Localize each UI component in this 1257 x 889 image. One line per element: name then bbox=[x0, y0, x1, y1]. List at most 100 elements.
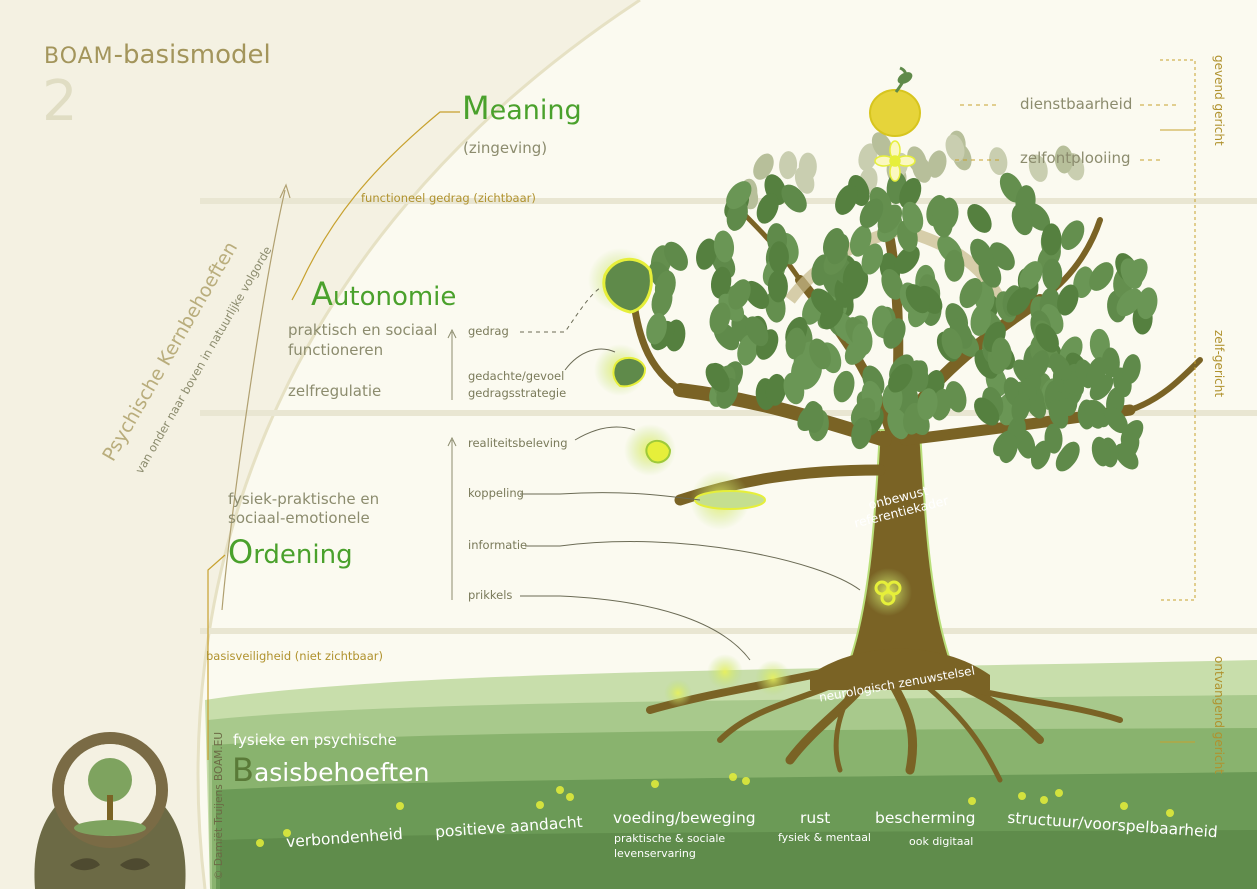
ground-dots bbox=[256, 773, 1174, 847]
leaf bbox=[1086, 357, 1107, 387]
leaf bbox=[1048, 399, 1069, 429]
label-ontvangend: ontvangend gericht bbox=[1212, 656, 1226, 774]
leaf bbox=[887, 408, 909, 440]
leaf bbox=[664, 241, 688, 271]
leaf bbox=[849, 225, 872, 257]
need-rust: rust bbox=[800, 809, 831, 827]
process-informatie: informatie bbox=[468, 538, 528, 552]
autonomie-rest: utonomie bbox=[332, 282, 457, 312]
leaf bbox=[765, 373, 787, 406]
leaf bbox=[654, 270, 676, 302]
leaf bbox=[905, 284, 930, 314]
leaf bbox=[826, 233, 850, 265]
branch-koppeling bbox=[694, 490, 766, 510]
leaf bbox=[1104, 407, 1128, 434]
leaf bbox=[713, 230, 735, 263]
need-bescherming-sub: ook digitaal bbox=[909, 835, 974, 848]
band-functioneel-label: functioneel gedrag (zichtbaar) bbox=[361, 191, 536, 205]
leaf bbox=[1084, 400, 1105, 429]
process-gedrag: gedrag bbox=[468, 324, 509, 338]
level-autonomie: Autonomie bbox=[311, 278, 456, 310]
label-zelf: zelf-gericht bbox=[1212, 330, 1226, 398]
leaf bbox=[899, 177, 922, 209]
apple-icon bbox=[869, 66, 921, 137]
leaf bbox=[1120, 258, 1143, 290]
leaf bbox=[883, 318, 906, 349]
meaning-rest: eaning bbox=[489, 95, 582, 126]
leaf bbox=[1089, 262, 1114, 291]
leaf bbox=[710, 266, 732, 299]
leaf bbox=[989, 147, 1008, 176]
process-gedragsstrategie: gedragsstrategie bbox=[468, 386, 567, 400]
leaf bbox=[1049, 353, 1072, 381]
leaf bbox=[1041, 223, 1062, 256]
leaf bbox=[938, 197, 959, 230]
leaf bbox=[1029, 350, 1050, 380]
leaf bbox=[1122, 354, 1141, 384]
leaf bbox=[1006, 287, 1032, 316]
leaf bbox=[881, 268, 904, 300]
left-brackets bbox=[207, 111, 460, 760]
leaf bbox=[871, 132, 893, 159]
need-voeding-sub1: praktische & sociale bbox=[614, 832, 726, 845]
leaf bbox=[1091, 436, 1111, 467]
basis-cap: B bbox=[232, 751, 254, 789]
right-brackets bbox=[955, 59, 1196, 743]
leaf bbox=[917, 388, 938, 421]
leaf bbox=[835, 184, 858, 215]
leaf bbox=[888, 363, 913, 393]
ground-layer-5 bbox=[220, 830, 1257, 889]
ordening-sub2: sociaal-emotionele bbox=[228, 509, 370, 527]
leaf bbox=[941, 327, 963, 360]
clover-icon bbox=[874, 580, 902, 606]
leaf bbox=[646, 312, 667, 345]
leaf bbox=[1042, 258, 1063, 291]
leaf bbox=[970, 304, 992, 336]
leaf bbox=[745, 316, 769, 347]
need-bescherming: bescherming bbox=[875, 809, 976, 827]
brand-name: BOAM bbox=[44, 44, 114, 69]
leaf bbox=[1054, 145, 1073, 174]
leaf bbox=[797, 403, 823, 432]
leaf bbox=[1057, 284, 1079, 316]
level-meaning: Meaning bbox=[462, 92, 582, 124]
leaf bbox=[861, 243, 884, 275]
leaf bbox=[779, 151, 798, 180]
leaf bbox=[1058, 441, 1080, 470]
leaf bbox=[851, 417, 872, 450]
leaf bbox=[852, 323, 873, 356]
leaf bbox=[845, 268, 869, 299]
leaf bbox=[833, 370, 855, 403]
side-arrow bbox=[221, 189, 286, 611]
leaf bbox=[944, 249, 965, 282]
page-title: -basismodel bbox=[113, 40, 271, 70]
leaf bbox=[794, 166, 815, 194]
trunk-base bbox=[810, 648, 990, 690]
leaf bbox=[709, 302, 731, 335]
leaf bbox=[696, 238, 718, 270]
leaf bbox=[753, 153, 774, 180]
process-koppeling: koppeling bbox=[468, 486, 524, 500]
leaf bbox=[998, 433, 1018, 464]
ordening-rest: rdening bbox=[253, 540, 353, 570]
leaf bbox=[974, 397, 1000, 426]
brand-title: BOAM-basismodel bbox=[44, 42, 271, 68]
autonomie-sub2: functioneren bbox=[288, 341, 384, 359]
leaf bbox=[1044, 423, 1063, 454]
leaf bbox=[811, 288, 837, 317]
label-gevend: gevend gericht bbox=[1212, 55, 1226, 146]
leaf bbox=[1136, 287, 1158, 320]
leaf bbox=[945, 134, 965, 162]
leaf bbox=[785, 327, 806, 360]
leaf bbox=[783, 372, 805, 405]
level-basis: Basisbehoeften bbox=[232, 754, 429, 786]
meaning-sub: (zingeving) bbox=[463, 139, 548, 157]
leaf bbox=[705, 363, 730, 393]
need-voeding-sub2: levenservaring bbox=[614, 847, 696, 860]
ordening-cap: O bbox=[228, 533, 254, 571]
process-arrow bbox=[447, 328, 457, 600]
leaf bbox=[1011, 203, 1033, 236]
leaf-gedrag bbox=[602, 257, 653, 314]
meaning-cap: M bbox=[462, 89, 490, 127]
